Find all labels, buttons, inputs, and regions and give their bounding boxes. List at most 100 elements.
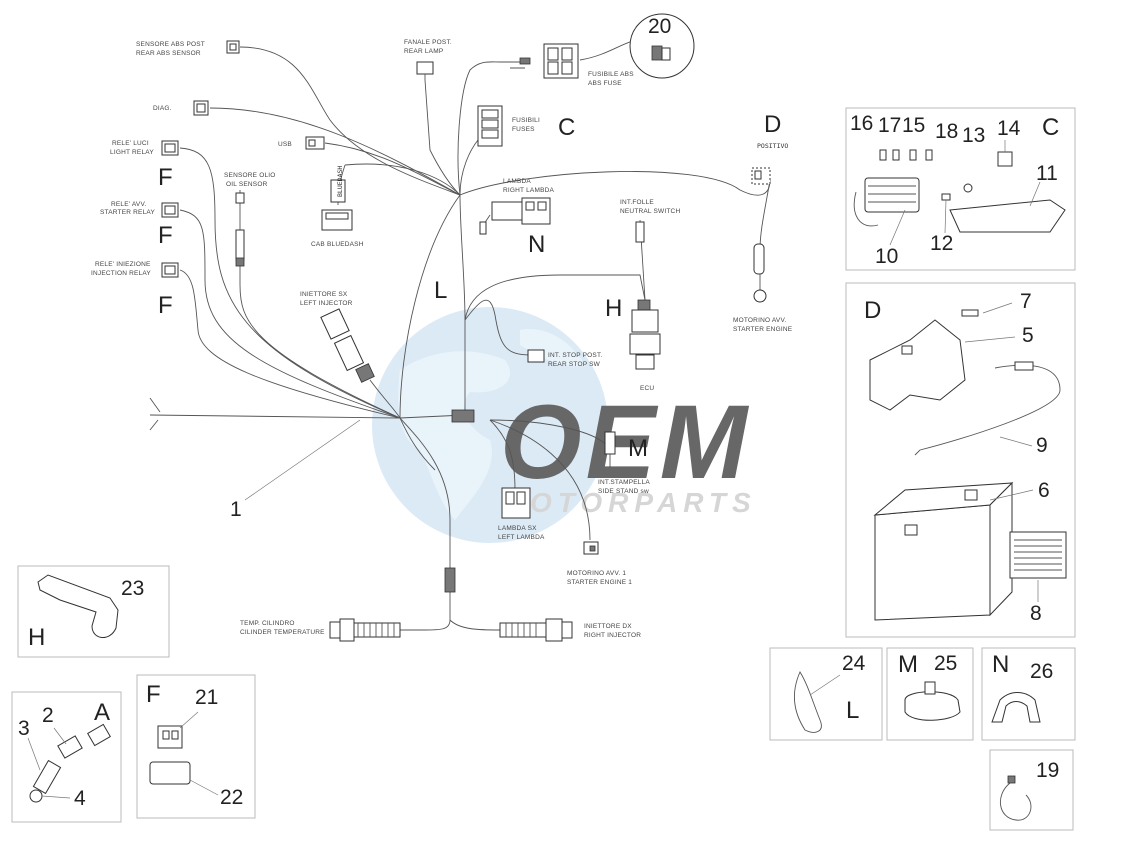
- letter-C-main: C: [558, 114, 575, 141]
- label-rear-lamp-1: FANALE POST.: [404, 39, 452, 46]
- starter-engine-terminal: [753, 243, 767, 303]
- letter-H-box: H: [28, 624, 45, 651]
- label-fuses-1: FUSIBILI: [512, 117, 540, 124]
- callout-21: 21: [195, 686, 218, 709]
- label-fuses-2: FUSES: [512, 126, 535, 133]
- watermark-brand: OEM: [500, 384, 751, 501]
- ecu-connector: [629, 299, 661, 370]
- abs-fuse-block: [519, 43, 579, 79]
- label-starter-engine-1-2: STARTER ENGINE 1: [567, 579, 632, 586]
- callout-17: 17: [878, 114, 901, 137]
- harness-sleeve: [444, 567, 456, 593]
- label-left-lambda-2: LEFT LAMBDA: [498, 534, 545, 541]
- watermark: OEM OTORPARTS: [372, 307, 751, 543]
- callout-6: 6: [1038, 479, 1050, 502]
- callout-16: 16: [850, 112, 873, 135]
- label-cyl-temp-2: CILINDER TEMPERATURE: [240, 629, 325, 636]
- callout-24: 24: [842, 652, 866, 675]
- right-injector-connector: [499, 618, 573, 642]
- positive-terminal: [751, 167, 771, 185]
- cab-bluedash-connector: BLUEDASH: [321, 166, 353, 231]
- label-usb: USB: [278, 141, 292, 148]
- section-letters-main: F F F C D N L H M 1 20: [158, 15, 781, 521]
- label-light-relay-1: RELE' LUCI: [112, 140, 149, 147]
- detail-box-A: A 2 3 4: [11, 691, 122, 823]
- label-starter-relay-2: STARTER RELAY: [100, 209, 155, 216]
- callout-1: 1: [230, 498, 242, 521]
- rear-abs-sensor-connector: [226, 40, 240, 54]
- letter-L-box: L: [846, 697, 859, 724]
- component-labels: SENSORE ABS POST REAR ABS SENSOR DIAG. R…: [91, 39, 793, 639]
- callout-10: 10: [875, 245, 898, 268]
- label-oil-sensor-2: OIL SENSOR: [226, 181, 268, 188]
- callout-8: 8: [1030, 602, 1042, 625]
- letter-H-main: H: [605, 295, 622, 322]
- label-rear-abs-sensor-2: REAR ABS SENSOR: [136, 50, 201, 57]
- label-left-injector-2: LEFT INJECTOR: [300, 300, 353, 307]
- detail-box-L: 24 L: [769, 647, 883, 741]
- callout-13: 13: [962, 124, 985, 147]
- letter-F-3: F: [158, 292, 173, 319]
- callout-15: 15: [902, 114, 925, 137]
- label-positive: POSITIVO: [757, 142, 788, 150]
- label-injection-relay-1: RELE' INIEZIONE: [95, 261, 151, 268]
- detail-box-H: 23 H: [17, 565, 170, 658]
- callout-9: 9: [1036, 434, 1048, 457]
- detail-box-F: F 21 22: [136, 674, 256, 819]
- callout-23: 23: [121, 577, 144, 600]
- letter-F-1: F: [158, 164, 173, 191]
- letter-F-box: F: [146, 681, 161, 708]
- label-rear-stop-sw-1: INT. STOP POST.: [548, 352, 602, 359]
- detail-box-C: 16 17 15 18 13 14 C 11 12 10: [845, 107, 1076, 271]
- label-abs-fuse-2: ABS FUSE: [588, 80, 622, 87]
- oil-sensor: [235, 192, 245, 267]
- label-injection-relay-2: INJECTION RELAY: [91, 270, 151, 277]
- label-starter-engine-1: MOTORINO AVV.: [733, 317, 786, 324]
- label-cab-bluedash: CAB BLUEDASH: [311, 241, 364, 248]
- label-starter-engine-1-1: MOTORINO AVV. 1: [567, 570, 626, 577]
- left-injector-connector: [320, 308, 375, 383]
- label-right-injector-1: INIETTORE DX: [584, 623, 632, 630]
- label-light-relay-2: LIGHT RELAY: [110, 149, 154, 156]
- label-ecu: ECU: [640, 385, 654, 392]
- diag-connector: [193, 100, 209, 116]
- label-cyl-temp-1: TEMP. CILINDRO: [240, 620, 295, 627]
- callout-25: 25: [934, 652, 957, 675]
- callout-leader-1: [244, 419, 361, 501]
- light-relay-connector: [161, 140, 179, 156]
- callout-20: 20: [648, 15, 671, 38]
- label-neutral-switch-1: INT.FOLLE: [620, 199, 654, 206]
- callout-12: 12: [930, 232, 953, 255]
- right-lambda-connector: [479, 197, 551, 235]
- callout-5: 5: [1022, 324, 1034, 347]
- label-right-injector-2: RIGHT INJECTOR: [584, 632, 641, 639]
- injection-relay-connector: [161, 262, 179, 278]
- label-neutral-switch-2: NEUTRAL SWITCH: [620, 208, 680, 215]
- watermark-continents: [398, 329, 585, 520]
- label-left-injector-1: INIETTORE SX: [300, 291, 348, 298]
- letter-D-main: D: [764, 111, 781, 138]
- label-right-lambda-2: RIGHT LAMBDA: [503, 187, 555, 194]
- harness-wires: [149, 39, 771, 631]
- callout-22: 22: [220, 786, 243, 809]
- letter-M-main: M: [628, 435, 648, 462]
- label-starter-relay-1: RELE' AVV.: [111, 201, 146, 208]
- detail-box-D: D 7 5 9 6 8: [845, 282, 1076, 638]
- letter-N-main: N: [528, 231, 545, 258]
- label-left-lambda-1: LAMBDA SX: [498, 525, 537, 532]
- label-abs-fuse-1: FUSIBILE ABS: [588, 71, 634, 78]
- harness-junction: [451, 409, 475, 423]
- callout-26: 26: [1030, 660, 1053, 683]
- label-diag: DIAG.: [153, 105, 172, 112]
- callout-2: 2: [42, 704, 54, 727]
- detail-box-19: 19: [989, 749, 1074, 831]
- bluedash-tag: BLUEDASH: [336, 166, 344, 197]
- neutral-switch: [635, 221, 645, 243]
- letter-N-box: N: [992, 651, 1009, 678]
- callout-3: 3: [18, 717, 30, 740]
- label-rear-abs-sensor-1: SENSORE ABS POST: [136, 41, 205, 48]
- letter-M-box: M: [898, 651, 918, 678]
- side-stand-switch: [604, 431, 616, 468]
- rear-lamp-connector: [416, 61, 434, 80]
